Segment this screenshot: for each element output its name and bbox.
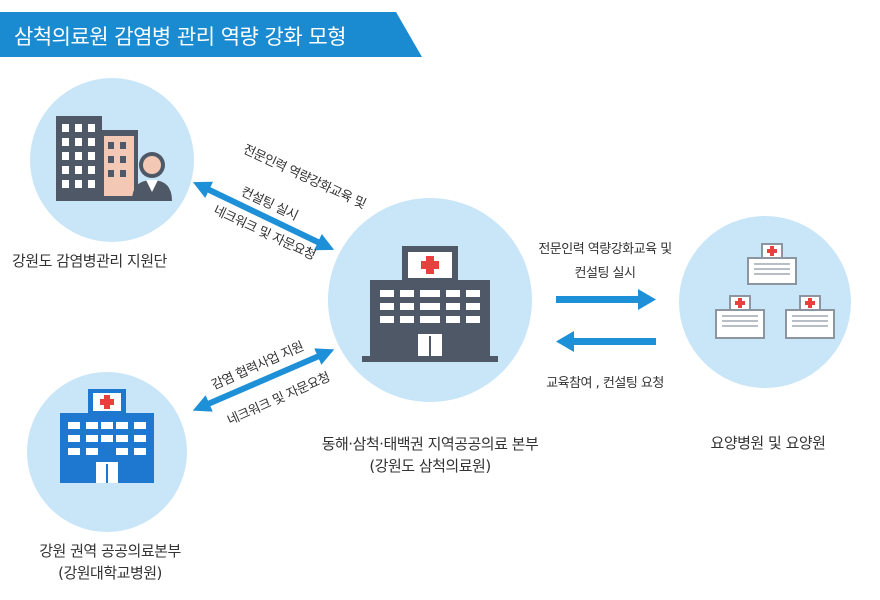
care-hospital-icon-top: [747, 243, 797, 285]
office-building-icon: [56, 116, 138, 201]
univ-hospital-sublabel: (강원대학교병원): [58, 564, 162, 582]
support-team-label: 강원도 감염병관리 지원단: [12, 252, 167, 270]
arrow-univ-central: [192, 348, 335, 412]
university-hospital-icon: [60, 389, 154, 483]
edge-right-bottom: 교육참여 , 컨설팅 요청: [546, 376, 664, 391]
care-hospital-icon-right: [785, 295, 835, 339]
care-hospital-cross-left: [735, 298, 745, 308]
title-banner: 삼척의료원 감염병 관리 역량 강화 모형: [0, 12, 422, 57]
univ-hospital-label: 강원 권역 공공의료본부: [39, 542, 181, 560]
diagram-title: 삼척의료원 감염병 관리 역량 강화 모형: [14, 25, 347, 49]
hospital-icon: [362, 246, 498, 362]
arrow-central-to-care: [556, 289, 656, 310]
edge-right-top-line2: 컨설팅 실시: [574, 266, 636, 281]
care-hospital-windows: [722, 263, 828, 327]
arrow-care-to-central: [556, 331, 656, 352]
care-facilities-label: 요양병원 및 요양원: [710, 434, 826, 452]
edge-right-top-line1: 전문인력 역량강화교육 및: [538, 242, 672, 257]
arrow-support-central: [192, 181, 335, 251]
central-hospital-label: 동해·삼척·태백권 지역공공의료 본부: [321, 435, 539, 453]
care-facilities-circle: [679, 216, 851, 388]
banner-shape: [0, 12, 422, 57]
person-icon: [132, 152, 172, 201]
central-hospital-sublabel: (강원도 삼척의료원): [369, 457, 491, 475]
care-hospital-cross-top: [767, 246, 777, 256]
care-hospital-cross-right: [805, 298, 815, 308]
